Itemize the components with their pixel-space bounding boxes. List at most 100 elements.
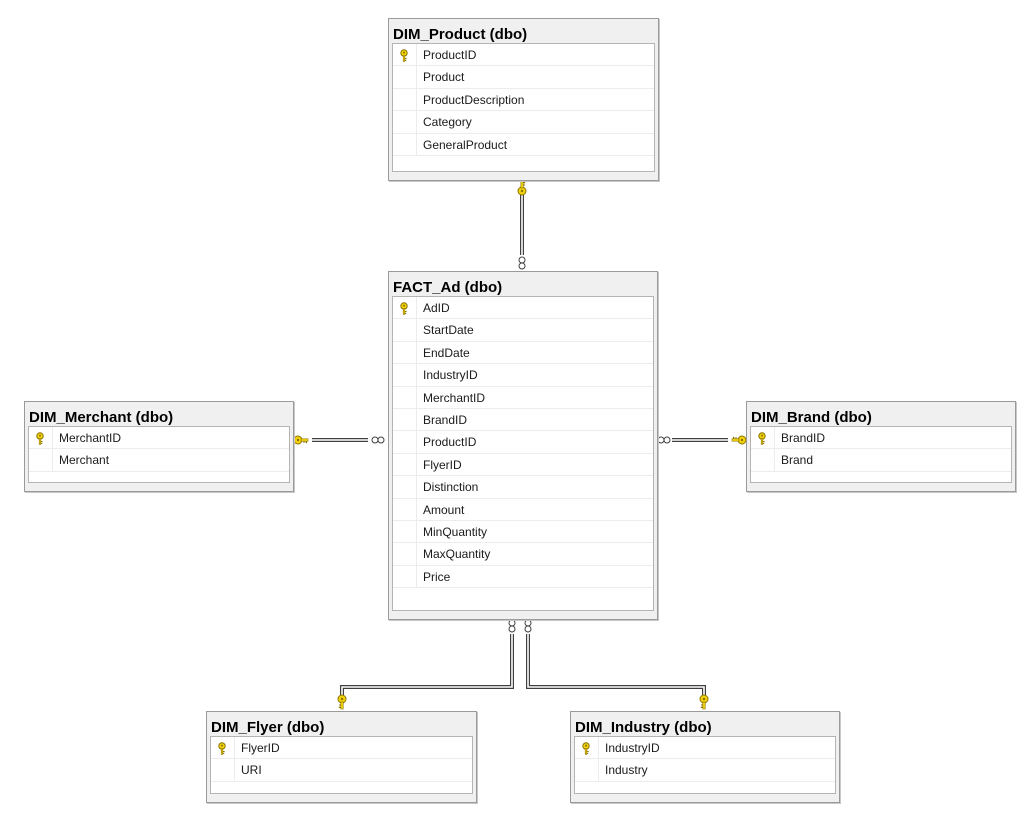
column-row[interactable]: BrandID: [751, 427, 1011, 450]
row-selector[interactable]: [751, 449, 775, 471]
column-row[interactable]: FlyerID: [211, 737, 472, 760]
row-selector[interactable]: [393, 408, 417, 431]
table-dim-flyer[interactable]: DIM_Flyer (dbo) FlyerID URI: [206, 711, 477, 803]
row-selector[interactable]: [393, 498, 417, 520]
empty-row[interactable]: [211, 782, 472, 804]
table-title[interactable]: DIM_Flyer (dbo): [211, 719, 325, 736]
column-grid: MerchantID Merchant: [28, 426, 290, 483]
column-row[interactable]: ProductDescription: [393, 88, 654, 112]
row-selector[interactable]: [393, 520, 417, 543]
row-selector[interactable]: [393, 88, 417, 111]
table-dim-brand[interactable]: DIM_Brand (dbo) BrandID Brand: [746, 401, 1016, 492]
row-selector[interactable]: [393, 319, 417, 341]
column-name: Price: [423, 569, 451, 584]
column-row[interactable]: Amount: [393, 498, 653, 521]
column-row[interactable]: Industry: [575, 759, 835, 782]
column-row[interactable]: Distinction: [393, 476, 653, 499]
column-row[interactable]: ProductID: [393, 44, 654, 67]
infinity-icon: [508, 619, 516, 633]
empty-row[interactable]: [393, 588, 653, 610]
row-selector[interactable]: [575, 759, 599, 781]
table-title[interactable]: DIM_Product (dbo): [393, 26, 528, 43]
column-row[interactable]: MerchantID: [29, 427, 289, 450]
infinity-icon: [524, 619, 532, 633]
row-selector[interactable]: [393, 565, 417, 588]
row-selector[interactable]: [393, 66, 417, 88]
column-name: Industry: [605, 763, 648, 778]
row-selector[interactable]: [211, 737, 235, 759]
table-dim-merchant[interactable]: DIM_Merchant (dbo) MerchantID Merchant: [24, 401, 294, 492]
row-selector[interactable]: [393, 44, 417, 66]
column-row[interactable]: Product: [393, 66, 654, 89]
column-row[interactable]: Price: [393, 565, 653, 589]
row-selector[interactable]: [393, 111, 417, 133]
empty-row[interactable]: [29, 472, 289, 494]
column-row[interactable]: URI: [211, 759, 472, 782]
column-name: FlyerID: [241, 741, 280, 755]
column-name: Distinction: [423, 480, 479, 495]
column-name: BrandID: [423, 412, 468, 427]
row-selector[interactable]: [393, 364, 417, 386]
column-name: URI: [241, 763, 262, 778]
column-name: Product: [423, 70, 465, 85]
column-grid: BrandID Brand: [750, 426, 1012, 483]
infinity-icon: [657, 436, 671, 444]
column-row[interactable]: EndDate: [393, 341, 653, 365]
column-row[interactable]: Category: [393, 111, 654, 134]
row-selector[interactable]: [393, 431, 417, 453]
row-selector[interactable]: [393, 341, 417, 364]
relationship-flyer: [340, 634, 514, 697]
table-title[interactable]: DIM_Brand (dbo): [751, 409, 872, 426]
column-row[interactable]: AdID: [393, 297, 653, 320]
table-dim-industry[interactable]: DIM_Industry (dbo)IndustryID Industry: [570, 711, 840, 803]
row-selector[interactable]: [393, 386, 417, 408]
column-row[interactable]: MinQuantity: [393, 520, 653, 544]
column-row[interactable]: BrandID: [393, 408, 653, 432]
column-row[interactable]: GeneralProduct: [393, 133, 654, 156]
column-name: ProductID: [423, 435, 477, 450]
table-title[interactable]: FACT_Ad (dbo): [393, 279, 503, 296]
relationship-key-icon: [731, 435, 747, 445]
column-row[interactable]: MerchantID: [393, 386, 653, 409]
relationship-key-icon: [699, 694, 709, 710]
column-grid: FlyerID URI: [210, 736, 473, 794]
row-selector[interactable]: [393, 133, 417, 155]
column-name: Merchant: [59, 453, 110, 468]
row-selector[interactable]: [393, 543, 417, 565]
column-name: StartDate: [423, 323, 474, 338]
row-selector[interactable]: [393, 453, 417, 476]
column-name: GeneralProduct: [423, 137, 508, 152]
column-row[interactable]: IndustryID: [575, 737, 835, 760]
relationship-key-icon: [517, 180, 527, 196]
row-selector[interactable]: [575, 737, 599, 759]
row-selector[interactable]: [393, 476, 417, 498]
column-row[interactable]: Brand: [751, 449, 1011, 472]
table-title[interactable]: DIM_Industry (dbo): [575, 719, 712, 736]
column-name: Category: [423, 115, 472, 130]
row-selector[interactable]: [751, 427, 775, 449]
relationship-key-icon: [293, 435, 309, 445]
column-name: BrandID: [781, 431, 826, 445]
column-name: FlyerID: [423, 457, 462, 472]
row-selector[interactable]: [29, 427, 53, 449]
column-row[interactable]: Merchant: [29, 449, 289, 472]
column-row[interactable]: IndustryID: [393, 364, 653, 387]
column-name: MerchantID: [59, 431, 122, 445]
empty-row[interactable]: [575, 782, 835, 804]
row-selector[interactable]: [211, 759, 235, 781]
empty-row[interactable]: [751, 472, 1011, 494]
column-row[interactable]: FlyerID: [393, 453, 653, 477]
row-selector[interactable]: [29, 449, 53, 471]
column-row[interactable]: StartDate: [393, 319, 653, 342]
column-row[interactable]: ProductID: [393, 431, 653, 454]
row-selector[interactable]: [393, 297, 417, 319]
table-title[interactable]: DIM_Merchant (dbo): [29, 409, 174, 426]
empty-row[interactable]: [393, 156, 654, 178]
column-name: AdID: [423, 301, 450, 315]
column-row[interactable]: MaxQuantity: [393, 543, 653, 566]
